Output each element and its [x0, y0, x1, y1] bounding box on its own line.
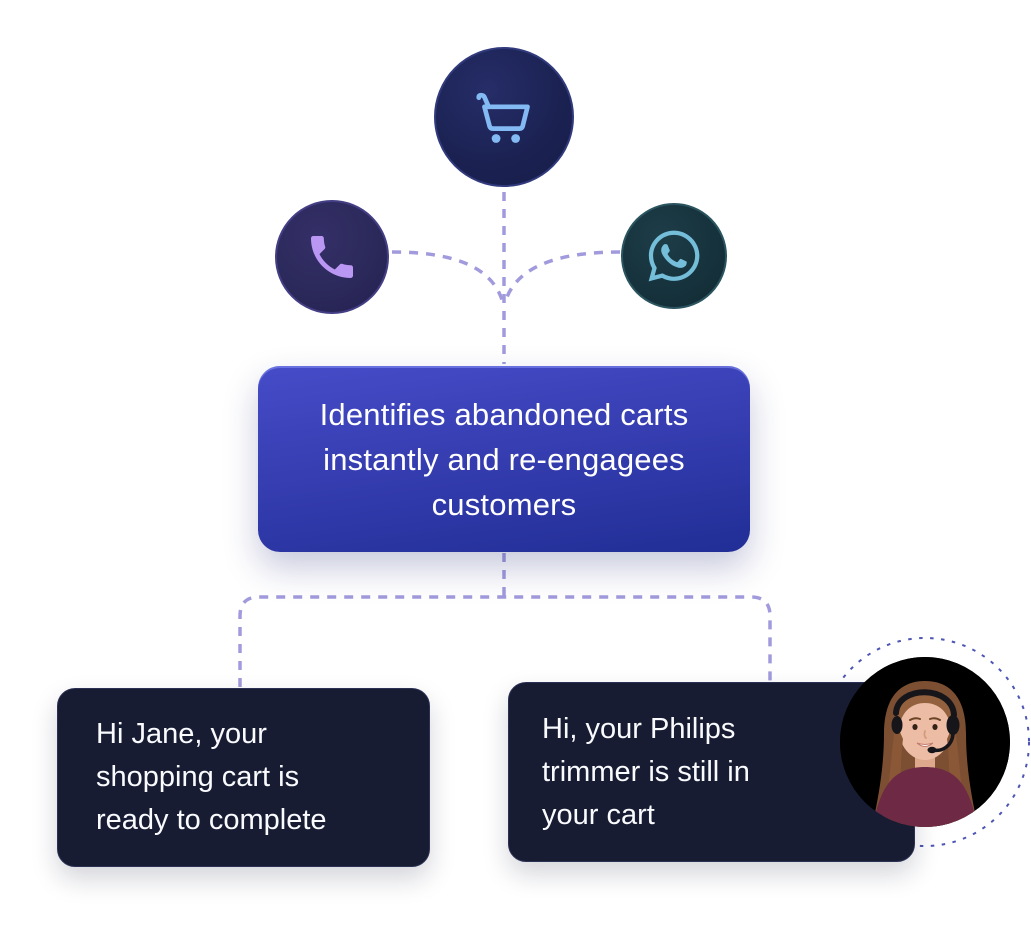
- message-line: ready to complete: [96, 804, 327, 836]
- phone-icon: [311, 236, 353, 278]
- whatsapp-icon: [648, 230, 700, 282]
- shopping-cart-circle: [434, 47, 574, 187]
- connector-branch: [238, 595, 772, 687]
- feature-line-2: instantly and re-engagees: [323, 441, 685, 477]
- connector-whatsapp-to-box: [503, 250, 621, 304]
- agent-photo-dashed-ring: [820, 637, 1030, 847]
- feature-description-box: Identifies abandoned carts instantly and…: [258, 366, 750, 552]
- feature-line-1: Identifies abandoned carts: [319, 396, 689, 432]
- message-line: Hi Jane, your: [96, 718, 267, 750]
- message-line: your cart: [542, 798, 655, 831]
- message-card-shopping-cart: Hi Jane, your shopping cart is ready to …: [57, 688, 430, 867]
- support-agent-photo: [840, 657, 1010, 827]
- message-line: Hi, your Philips: [542, 712, 736, 745]
- support-agent-illustration: [840, 657, 1010, 827]
- feature-line-3: customers: [431, 486, 577, 522]
- shopping-cart-icon: [476, 92, 530, 143]
- message-line: shopping cart is: [96, 761, 300, 793]
- message-line: trimmer is still in: [542, 755, 750, 788]
- phone-circle: [275, 200, 389, 314]
- whatsapp-circle: [621, 203, 727, 309]
- connector-phone-to-box: [391, 250, 505, 304]
